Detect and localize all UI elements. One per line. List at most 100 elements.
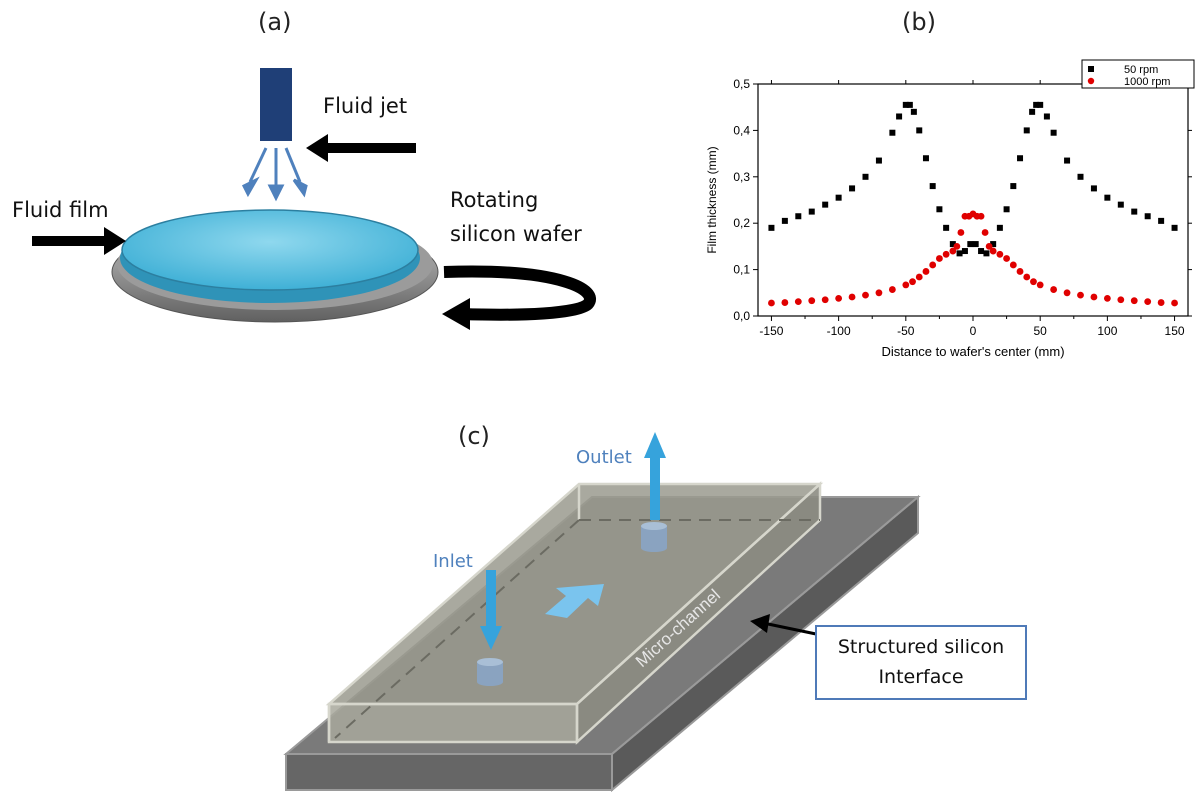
point-50rpm <box>1050 129 1057 136</box>
point-50rpm <box>996 224 1003 231</box>
y-tick-label: 0,3 <box>733 170 750 184</box>
callout-box <box>815 625 1027 700</box>
point-50rpm <box>822 201 829 208</box>
point-1000rpm <box>1016 268 1024 275</box>
point-50rpm <box>875 157 882 164</box>
point-1000rpm <box>875 289 883 297</box>
point-1000rpm <box>821 296 829 304</box>
point-50rpm <box>1003 206 1010 213</box>
point-50rpm <box>1043 113 1050 120</box>
point-1000rpm <box>768 299 775 307</box>
x-tick-label: -100 <box>827 324 851 338</box>
callout-arrow <box>750 614 817 636</box>
point-50rpm <box>972 241 979 248</box>
point-50rpm <box>1010 183 1017 190</box>
y-axis-label: Film thickness (mm) <box>705 146 719 253</box>
point-1000rpm <box>981 229 989 236</box>
rotating-label-line1: Rotating <box>450 188 539 212</box>
point-1000rpm <box>808 297 816 305</box>
point-1000rpm <box>949 247 957 255</box>
point-50rpm <box>1104 194 1111 201</box>
point-50rpm <box>961 248 968 255</box>
fluid-jet-nozzle <box>260 68 292 141</box>
point-1000rpm <box>1030 278 1037 286</box>
point-1000rpm <box>1157 299 1165 306</box>
legend-box <box>1081 59 1195 89</box>
callout-text-line2: Interface <box>878 666 964 688</box>
point-1000rpm <box>1171 299 1178 307</box>
point-50rpm <box>916 127 923 134</box>
point-50rpm <box>1023 127 1030 134</box>
point-1000rpm <box>835 294 843 302</box>
point-1000rpm <box>1023 273 1031 281</box>
point-1000rpm <box>1003 255 1010 262</box>
panel-label-b: (b) <box>902 8 936 36</box>
point-50rpm <box>967 241 974 248</box>
point-1000rpm <box>1077 291 1084 299</box>
point-1000rpm <box>794 298 802 306</box>
point-50rpm <box>1131 208 1138 215</box>
point-50rpm <box>983 250 990 257</box>
legend-label: 1000 rpm <box>1124 76 1170 88</box>
point-50rpm <box>1144 213 1151 220</box>
point-1000rpm <box>1130 297 1138 305</box>
rotating-label-line2: silicon wafer <box>450 222 582 246</box>
inlet-arrow <box>480 570 502 650</box>
point-50rpm <box>906 101 913 108</box>
point-1000rpm <box>1117 296 1125 304</box>
point-50rpm <box>990 241 997 248</box>
y-tick-label: 0,1 <box>733 263 750 277</box>
point-50rpm <box>1090 185 1097 192</box>
point-50rpm <box>910 108 917 115</box>
point-50rpm <box>922 155 929 162</box>
point-1000rpm <box>781 299 789 306</box>
point-1000rpm <box>862 291 869 299</box>
legend-marker-1000rpm <box>1087 77 1095 85</box>
point-1000rpm <box>957 229 965 236</box>
y-tick-label: 0,4 <box>733 123 750 137</box>
outlet-label: Outlet <box>576 447 632 468</box>
fluid-jet-arrow <box>306 134 416 162</box>
point-50rpm <box>956 250 963 257</box>
fluid-jet-label: Fluid jet <box>323 94 408 118</box>
point-50rpm <box>1037 101 1044 108</box>
point-1000rpm <box>915 273 923 281</box>
point-1000rpm <box>1090 293 1098 301</box>
x-tick-label: 100 <box>1097 324 1117 338</box>
legend-label: 50 rpm <box>1124 64 1158 76</box>
point-50rpm <box>849 185 856 192</box>
y-tick-label: 0,5 <box>733 77 750 91</box>
fluid-film <box>121 209 419 291</box>
hidden-edges <box>334 519 820 739</box>
point-50rpm <box>862 173 869 180</box>
point-50rpm <box>781 217 788 224</box>
legend-marker-50rpm <box>1088 66 1094 72</box>
point-1000rpm <box>1103 294 1111 302</box>
jet-spray-arrows <box>241 147 308 202</box>
point-1000rpm <box>1144 298 1152 306</box>
point-1000rpm <box>953 243 961 250</box>
point-1000rpm <box>848 293 856 301</box>
point-50rpm <box>768 224 775 231</box>
point-1000rpm <box>922 268 930 275</box>
silicon-base-side <box>612 497 918 790</box>
point-50rpm <box>835 194 842 201</box>
inlet-label: Inlet <box>433 551 473 572</box>
point-50rpm <box>1077 173 1084 180</box>
outlet-arrow <box>644 432 666 520</box>
point-50rpm <box>943 224 950 231</box>
point-50rpm <box>1064 157 1071 164</box>
callout-text-line1: Structured silicon <box>837 636 1005 658</box>
point-50rpm <box>978 248 985 255</box>
point-50rpm <box>1029 108 1036 115</box>
point-1000rpm <box>985 243 993 250</box>
x-tick-label: -50 <box>897 324 915 338</box>
glass-channel-side <box>577 484 820 742</box>
point-50rpm <box>929 183 936 190</box>
point-1000rpm <box>1036 281 1044 289</box>
point-1000rpm <box>888 286 896 293</box>
fluid-film-arrow <box>32 227 126 255</box>
panel-label-c: (c) <box>458 422 490 450</box>
